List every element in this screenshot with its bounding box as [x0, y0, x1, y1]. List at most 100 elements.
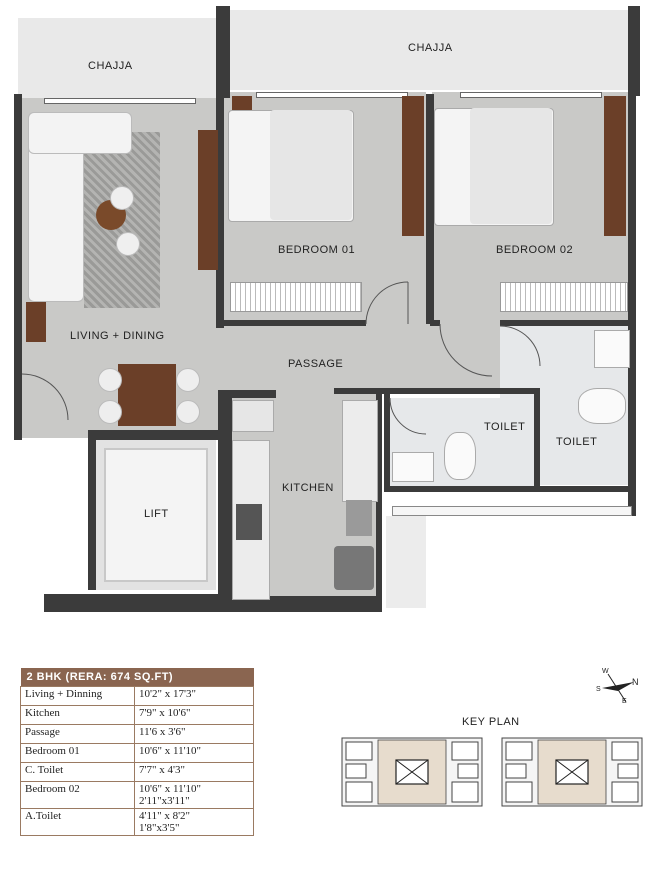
room-dimension: 10'6" x 11'10" 2'11"x3'11": [134, 781, 254, 809]
unit: [505, 741, 533, 761]
table-row: Bedroom 02 10'6" x 11'10" 2'11"x3'11": [20, 781, 254, 809]
key-plan-block-right: [501, 737, 643, 807]
wash-basin: [594, 330, 630, 368]
unit: [451, 741, 479, 761]
wc: [578, 388, 626, 424]
compass-icon: [602, 673, 634, 703]
wardrobe-b1: [198, 130, 218, 270]
table-row: Living + Dinning 10'2" x 17'3": [20, 686, 254, 706]
lift-car: [104, 448, 208, 582]
compass: N W S E: [596, 668, 640, 708]
room-name: Bedroom 01: [20, 743, 135, 763]
compass-needle: [602, 682, 634, 691]
room-dimension: 4'11" x 8'2" 1'8"x3'5": [134, 808, 254, 836]
window: [392, 506, 632, 516]
unit: [345, 741, 373, 761]
wash-basin: [392, 452, 434, 482]
wall: [430, 320, 440, 326]
unit: [617, 763, 639, 779]
label-chajja-left: CHAJJA: [88, 60, 133, 72]
hob: [236, 504, 262, 540]
wall: [88, 430, 96, 590]
room-dimension: 10'6" x 11'10": [134, 743, 254, 763]
door-swing: [389, 397, 427, 435]
wall: [500, 320, 636, 326]
wall: [628, 6, 640, 96]
compass-n: N: [632, 677, 639, 687]
wardrobe-b2: [402, 96, 424, 236]
wall: [88, 430, 224, 440]
wall: [44, 594, 224, 612]
area-table: 2 BHK (RERA: 674 SQ.FT) Living + Dinning…: [20, 668, 254, 836]
room-dimension: 10'2" x 17'3": [134, 686, 254, 706]
wall: [334, 388, 540, 394]
dimension-line: 1'8"x3'5": [139, 822, 180, 834]
compass-e: E: [622, 698, 627, 705]
wc: [444, 432, 476, 480]
unit: [451, 781, 479, 803]
side-table: [26, 302, 46, 342]
core-cross: [395, 759, 429, 785]
label-bedroom-01: BEDROOM 01: [278, 244, 356, 256]
area-table-header: 2 BHK (RERA: 674 SQ.FT): [20, 668, 254, 687]
table-row: Bedroom 01 10'6" x 11'10": [20, 743, 254, 763]
key-plan-block-left: [341, 737, 483, 807]
unit: [457, 763, 479, 779]
room-name: C. Toilet: [20, 762, 135, 782]
washing-machine: [334, 546, 374, 590]
table-row: Passage 11'6 x 3'6": [20, 724, 254, 744]
dining-table: [118, 364, 176, 426]
label-toilet-1: TOILET: [484, 421, 526, 433]
room-name: A.Toilet: [20, 808, 135, 836]
label-lift: LIFT: [144, 508, 169, 520]
wall: [218, 390, 232, 612]
dimension-line: 2'11"x3'11": [139, 795, 190, 807]
label-kitchen: KITCHEN: [282, 482, 334, 494]
dining-chair: [176, 368, 200, 392]
room-name: Living + Dinning: [20, 686, 135, 706]
compass-axis: [607, 673, 627, 703]
bed-02-throw: [470, 108, 552, 224]
room-dimension: 7'7" x 4'3": [134, 762, 254, 782]
bed-01-throw: [270, 110, 352, 220]
table-row: A.Toilet 4'11" x 8'2" 1'8"x3'5": [20, 808, 254, 836]
ac-unit: [230, 282, 362, 312]
compass-s: S: [596, 686, 601, 693]
dimension-line: 4'11" x 8'2": [139, 810, 191, 822]
wall: [216, 6, 230, 98]
door-swing: [21, 373, 69, 421]
wall: [216, 320, 366, 326]
table-row: Kitchen 7'9" x 10'6": [20, 705, 254, 725]
ss-shaft: [386, 516, 426, 608]
wall: [216, 98, 224, 328]
room-dimension: 11'6 x 3'6": [134, 724, 254, 744]
label-chajja-right: CHAJJA: [408, 42, 453, 54]
room-name: Kitchen: [20, 705, 135, 725]
label-toilet-2: TOILET: [556, 436, 598, 448]
utility-area: [232, 400, 274, 432]
label-living-dining: LIVING + DINING: [70, 330, 165, 342]
unit: [505, 763, 527, 779]
label-bedroom-02: BEDROOM 02: [496, 244, 574, 256]
unit: [505, 781, 533, 803]
wall: [384, 392, 390, 492]
key-plan: [341, 737, 643, 807]
core-cross: [555, 759, 589, 785]
floor-plan: CHAJJA CHAJJA LIVING + DINING BEDROOM 01…: [14, 6, 640, 612]
wardrobe-b2b: [604, 96, 626, 236]
room-name: Passage: [20, 724, 135, 744]
wall: [376, 392, 382, 612]
door-swing: [439, 323, 493, 377]
wall: [628, 326, 636, 516]
counter: [342, 400, 378, 502]
dimension-line: 10'6" x 11'10": [139, 783, 202, 795]
pouf: [116, 232, 140, 256]
window: [460, 92, 602, 98]
dining-chair: [176, 400, 200, 424]
wall: [232, 596, 382, 612]
window: [44, 98, 196, 104]
unit: [611, 781, 639, 803]
unit: [345, 763, 367, 779]
table-row: C. Toilet 7'7" x 4'3": [20, 762, 254, 782]
room-name: Bedroom 02: [20, 781, 135, 809]
